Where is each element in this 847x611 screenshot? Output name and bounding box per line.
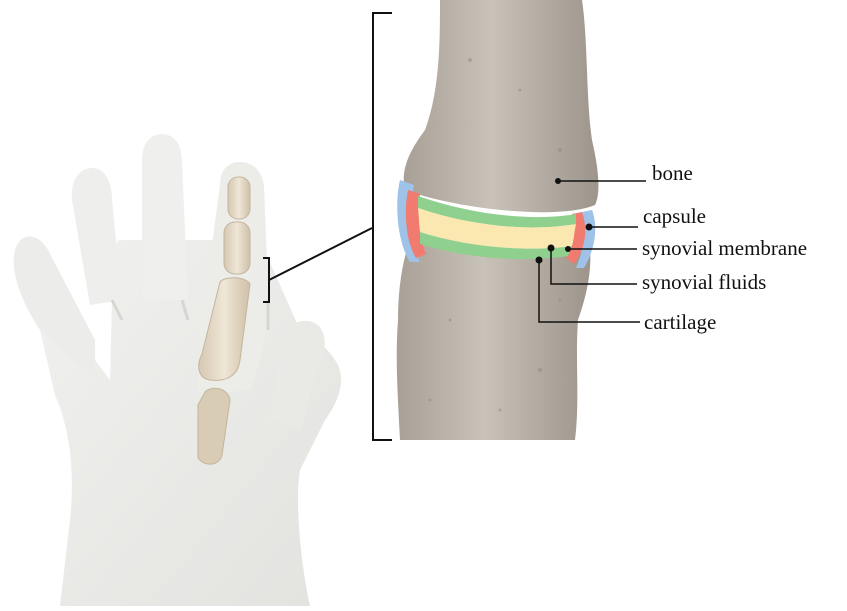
label-synovial-fluids: synovial fluids <box>642 272 766 293</box>
hand-illustration <box>14 134 341 606</box>
zoom-connector-line <box>269 228 372 280</box>
dot-capsule <box>586 224 593 231</box>
label-bone: bone <box>652 163 693 184</box>
middle-finger <box>142 134 188 300</box>
dot-cartilage <box>536 257 543 264</box>
label-synovial-membrane: synovial membrane <box>642 238 807 259</box>
label-cartilage: cartilage <box>644 312 716 333</box>
zoom-bracket <box>373 13 392 440</box>
index-finger <box>72 168 122 305</box>
dot-synovial-fluids <box>548 245 555 252</box>
lower-bone <box>397 240 591 440</box>
label-capsule: capsule <box>643 206 706 227</box>
joint-closeup <box>397 0 599 440</box>
dot-bone <box>555 178 561 184</box>
middle-phalanx <box>224 222 250 274</box>
dot-synovial-membrane <box>565 246 571 252</box>
distal-phalanx <box>228 177 250 219</box>
